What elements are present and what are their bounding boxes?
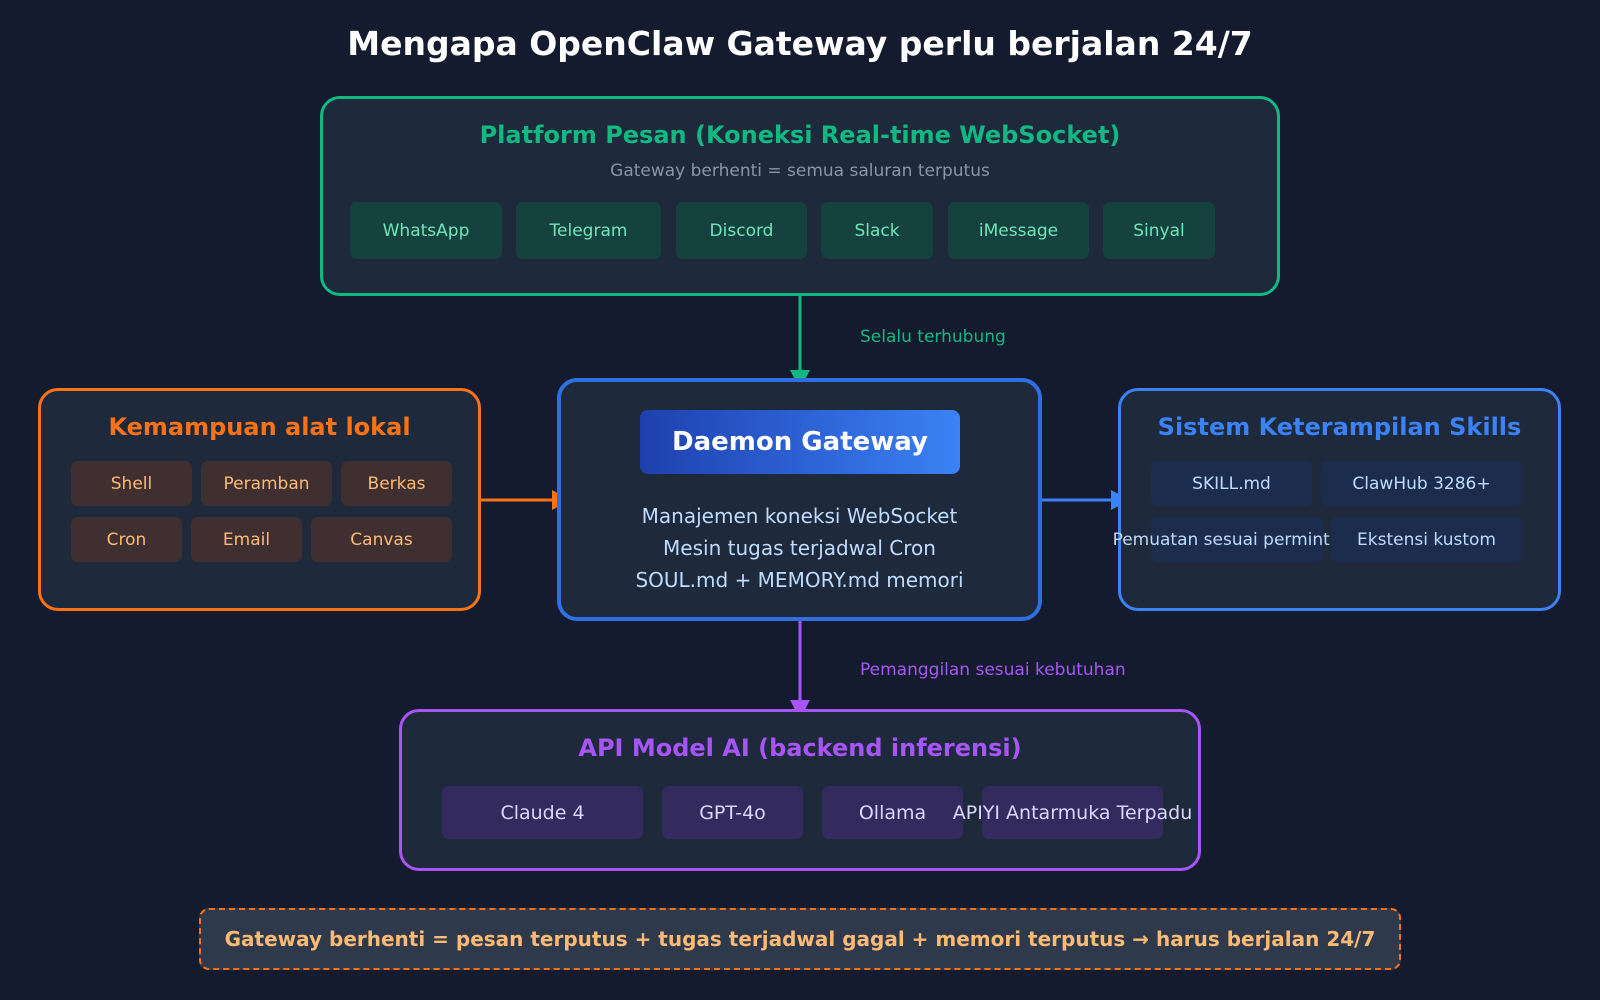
connector-label-always-connected: Selalu terhubung: [860, 327, 1006, 347]
tool-berkas: Berkas: [341, 461, 452, 506]
skills-system-box: Sistem Keterampilan Skills SKILL.md Claw…: [1113, 388, 1561, 611]
skill-skill-md: SKILL.md: [1151, 461, 1312, 506]
tool-peramban: Peramban: [201, 461, 332, 506]
footer-warning-banner: Gateway berhenti = pesan terputus + tuga…: [199, 908, 1401, 970]
gateway-daemon-box: Daemon Gateway Manajemen koneksi WebSock…: [557, 378, 1042, 621]
gateway-feature-memory: SOUL.md + MEMORY.md memori: [635, 568, 964, 592]
tool-email: Email: [191, 517, 302, 562]
skill-clawhub: ClawHub 3286+: [1321, 461, 1522, 506]
platform-whatsapp: WhatsApp: [350, 202, 502, 259]
arrow-gateway-to-models: [790, 621, 810, 719]
skills-box-title: Sistem Keterampilan Skills: [1157, 413, 1522, 441]
arrow-gateway-to-skills: [1042, 490, 1130, 510]
gateway-feature-websocket: Manajemen koneksi WebSocket: [641, 504, 958, 528]
gateway-feature-cron: Mesin tugas terjadwal Cron: [663, 536, 936, 560]
tool-canvas: Canvas: [311, 517, 452, 562]
platform-slack: Slack: [821, 202, 933, 259]
model-claude: Claude 4: [442, 786, 643, 839]
skill-on-demand-loading: Pemuatan sesuai permintaan: [1113, 517, 1361, 562]
gateway-title-badge: Daemon Gateway: [640, 410, 960, 474]
tool-cron: Cron: [71, 517, 182, 562]
platform-sinyal: Sinyal: [1103, 202, 1215, 259]
models-box-title: API Model AI (backend inferensi): [578, 734, 1022, 762]
platform-imessage: iMessage: [948, 202, 1089, 259]
platform-discord: Discord: [676, 202, 807, 259]
platform-telegram: Telegram: [516, 202, 661, 259]
messaging-box-subtitle: Gateway berhenti = semua saluran terputu…: [610, 161, 990, 181]
skill-custom-extension: Ekstensi kustom: [1331, 517, 1522, 562]
tool-shell: Shell: [71, 461, 192, 506]
connector-label-on-demand: Pemanggilan sesuai kebutuhan: [860, 660, 1126, 680]
local-tools-box: Kemampuan alat lokal Shell Peramban Berk…: [38, 388, 481, 611]
page-title: Mengapa OpenClaw Gateway perlu berjalan …: [347, 24, 1253, 63]
messaging-platform-box: Platform Pesan (Koneksi Real-time WebSoc…: [320, 96, 1280, 296]
model-gpt: GPT-4o: [662, 786, 803, 839]
messaging-box-title: Platform Pesan (Koneksi Real-time WebSoc…: [479, 121, 1121, 149]
ai-model-api-box: API Model AI (backend inferensi) Claude …: [399, 709, 1201, 871]
tools-box-title: Kemampuan alat lokal: [108, 413, 411, 441]
model-apiyi: APIYI Antarmuka Terpadu: [953, 786, 1192, 839]
arrow-messaging-to-gateway: [790, 296, 810, 389]
model-ollama: Ollama: [822, 786, 963, 839]
